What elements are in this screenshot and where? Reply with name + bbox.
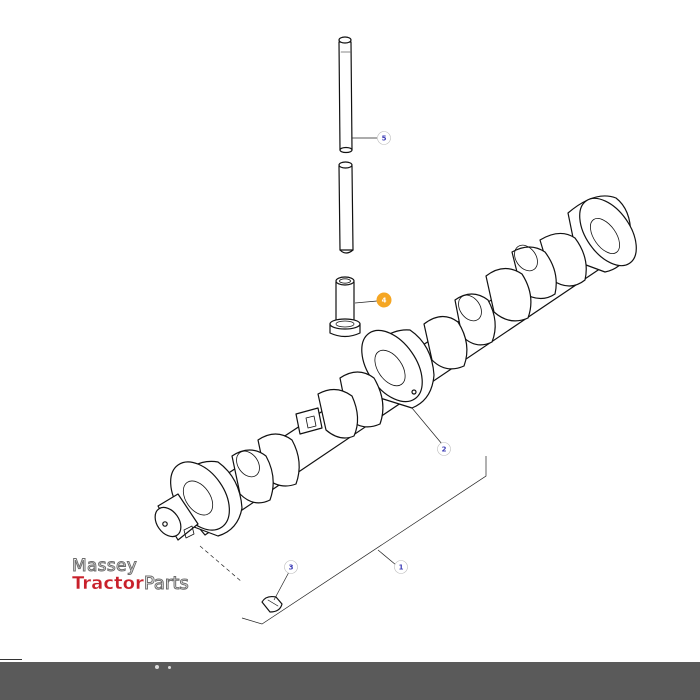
- leader-line-3: [273, 571, 290, 601]
- callout-1[interactable]: 1: [394, 560, 408, 574]
- push-rod-lower: [338, 161, 354, 254]
- footer-dot-icon: [168, 666, 171, 669]
- callout-5[interactable]: 5: [377, 131, 391, 145]
- logo-text-line2: TractorParts: [72, 574, 189, 593]
- callout-3[interactable]: 3: [284, 560, 298, 574]
- svg-text:1: 1: [399, 564, 404, 572]
- svg-text:2: 2: [442, 446, 447, 454]
- tappet: [329, 276, 361, 338]
- footer-bar: [0, 662, 700, 700]
- callout-2[interactable]: 2: [437, 442, 451, 456]
- massey-tractor-parts-logo: Massey TractorParts: [72, 556, 190, 593]
- callout-4-highlighted[interactable]: 4: [376, 292, 392, 308]
- leader-line-1: [377, 549, 397, 566]
- camshaft: [154, 195, 637, 541]
- svg-text:3: 3: [289, 564, 294, 572]
- push-rod-upper: [338, 36, 353, 154]
- footer-dot-icon: [155, 665, 159, 669]
- assembly-bracket: [241, 456, 487, 625]
- leader-line-4: [354, 300, 378, 304]
- svg-text:4: 4: [382, 297, 387, 305]
- leader-line-2: [411, 407, 443, 445]
- woodruff-key: [261, 595, 283, 613]
- svg-text:5: 5: [382, 135, 387, 143]
- footer-divider: [0, 659, 22, 660]
- logo-text-parts: Parts: [143, 573, 189, 594]
- logo-text-tractor: Tractor: [72, 573, 144, 594]
- logo-text-massey: Massey: [72, 556, 138, 576]
